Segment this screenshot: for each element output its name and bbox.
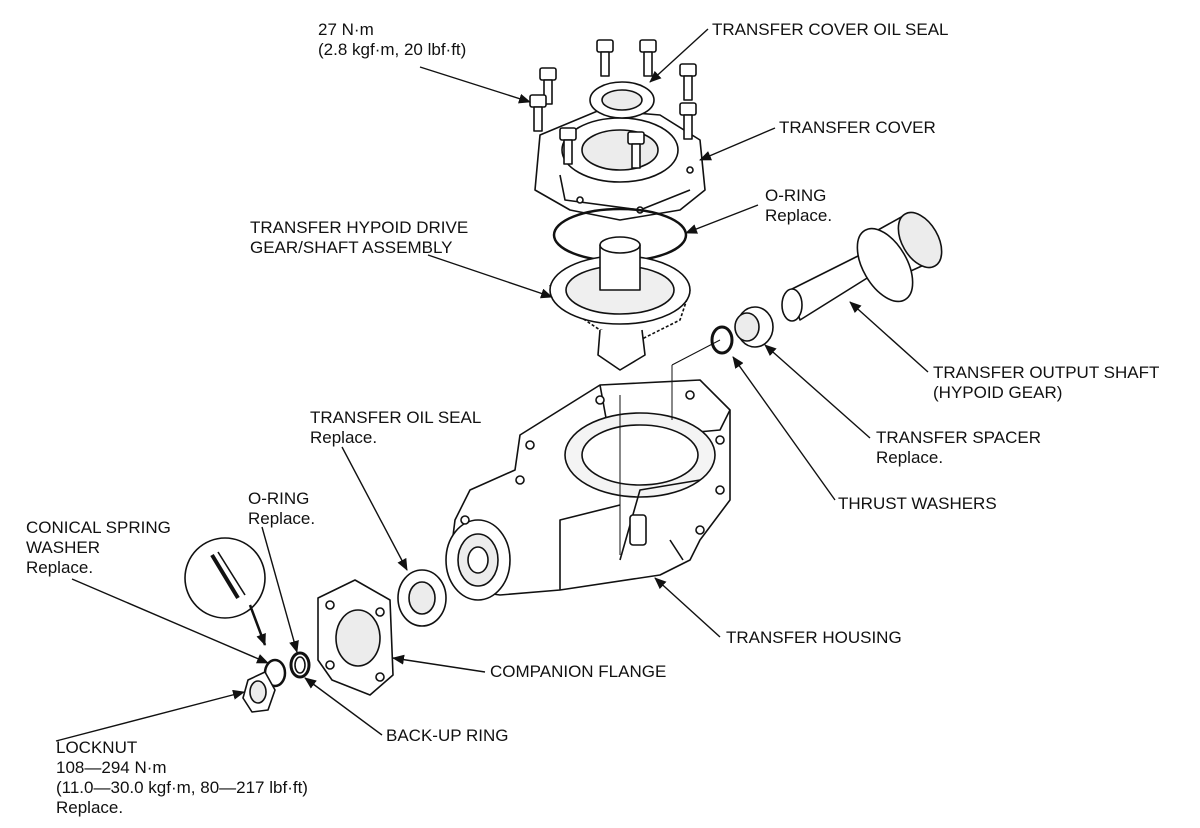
thrust-washers-label: THRUST WASHERS bbox=[838, 494, 997, 514]
locknut-label: LOCKNUT 108—294 N·m (11.0—30.0 kgf·m, 80… bbox=[56, 738, 308, 818]
label-line: 27 N·m bbox=[318, 20, 374, 39]
transfer-cover-label: TRANSFER COVER bbox=[779, 118, 936, 138]
transfer-spacer-part bbox=[734, 306, 774, 348]
output-shaft-label: TRANSFER OUTPUT SHAFT (HYPOID GEAR) bbox=[933, 363, 1159, 403]
label-line: (HYPOID GEAR) bbox=[933, 383, 1063, 402]
label-line: Replace. bbox=[310, 428, 378, 447]
cover-bolt-torque-label: 27 N·m (2.8 kgf·m, 20 lbf·ft) bbox=[318, 20, 466, 60]
label-line: WASHER bbox=[26, 538, 100, 557]
label-line: O-RING bbox=[765, 186, 827, 205]
label-line: TRANSFER HYPOID DRIVE bbox=[250, 218, 469, 237]
label-line: GEAR/SHAFT ASSEMBLY bbox=[250, 238, 453, 257]
label-line: CONICAL SPRING bbox=[26, 518, 171, 537]
label-line: TRANSFER OUTPUT SHAFT bbox=[933, 363, 1160, 382]
label-line: (2.8 kgf·m, 20 lbf·ft) bbox=[318, 40, 467, 59]
thrust-washer-part bbox=[710, 325, 734, 355]
transfer-cover-oil-seal-label: TRANSFER COVER OIL SEAL bbox=[712, 20, 948, 40]
back-up-ring-part bbox=[294, 656, 306, 674]
label-line: (11.0—30.0 kgf·m, 80—217 lbf·ft) bbox=[56, 778, 308, 797]
label-line: THRUST WASHERS bbox=[838, 494, 997, 513]
label-line: Replace. bbox=[56, 798, 124, 817]
transfer-output-shaft-part bbox=[781, 211, 943, 322]
cover-bolts-part bbox=[529, 39, 697, 169]
label-line: TRANSFER SPACER bbox=[876, 428, 1041, 447]
conical-spring-washer-label: CONICAL SPRING WASHER Replace. bbox=[26, 518, 171, 578]
transfer-housing-part bbox=[445, 339, 731, 601]
label-line: COMPANION FLANGE bbox=[490, 662, 667, 681]
transfer-cover-part bbox=[534, 109, 706, 221]
transfer-spacer-label: TRANSFER SPACER Replace. bbox=[876, 428, 1041, 468]
label-line: Replace. bbox=[876, 448, 944, 467]
label-line: TRANSFER COVER OIL SEAL bbox=[712, 20, 949, 39]
label-line: Replace. bbox=[26, 558, 94, 577]
back-up-ring-label: BACK-UP RING bbox=[386, 726, 509, 746]
hypoid-drive-gear-label: TRANSFER HYPOID DRIVE GEAR/SHAFT ASSEMBL… bbox=[250, 218, 468, 258]
washer-detail-callout bbox=[184, 537, 267, 646]
companion-flange-label: COMPANION FLANGE bbox=[490, 662, 666, 682]
label-line: TRANSFER COVER bbox=[779, 118, 936, 137]
o-ring-lower-label: O-RING Replace. bbox=[248, 489, 315, 529]
lower-o-ring-part bbox=[289, 651, 311, 679]
label-line: TRANSFER OIL SEAL bbox=[310, 408, 482, 427]
label-line: 108—294 N·m bbox=[56, 758, 167, 777]
label-line: O-RING bbox=[248, 489, 310, 508]
label-line: Replace. bbox=[765, 206, 833, 225]
transfer-oil-seal-label: TRANSFER OIL SEAL Replace. bbox=[310, 408, 481, 448]
o-ring-upper-label: O-RING Replace. bbox=[765, 186, 832, 226]
label-line: Replace. bbox=[248, 509, 316, 528]
transfer-cover-oil-seal-part bbox=[589, 81, 655, 119]
locknut-part bbox=[242, 671, 276, 713]
label-line: BACK-UP RING bbox=[386, 726, 509, 745]
transfer-housing-label: TRANSFER HOUSING bbox=[726, 628, 902, 648]
label-line: TRANSFER HOUSING bbox=[726, 628, 902, 647]
hypoid-drive-gear-part bbox=[549, 236, 691, 371]
companion-flange-part bbox=[317, 579, 394, 696]
label-line: LOCKNUT bbox=[56, 738, 138, 757]
transfer-oil-seal-part bbox=[397, 569, 447, 627]
leader-lines bbox=[55, 28, 929, 742]
